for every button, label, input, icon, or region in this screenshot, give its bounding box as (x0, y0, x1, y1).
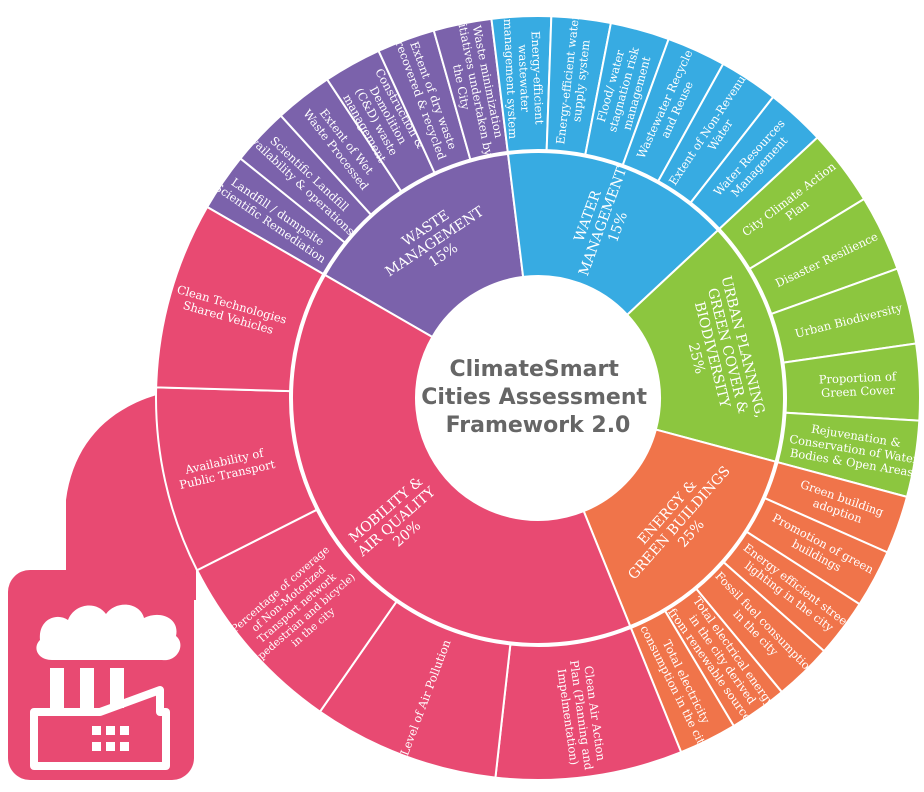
sector-water (506, 151, 720, 317)
center-title: ClimateSmart Cities Assessment Framework… (421, 357, 654, 438)
chimney-2 (80, 668, 94, 708)
factory-body (30, 686, 170, 770)
factory-window-5 (106, 742, 115, 751)
chimney-1 (50, 668, 64, 708)
factory-window-6 (120, 742, 129, 751)
center-title-line-1: ClimateSmart (449, 357, 619, 382)
indicator-label-urban-4: Proportion ofGreen Cover (818, 369, 897, 400)
center-circle: ClimateSmart Cities Assessment Framework… (418, 278, 658, 518)
factory-window-1 (92, 726, 101, 735)
center-disc (418, 278, 658, 518)
center-title-line-2: Cities Assessment (421, 385, 647, 410)
indicator-cell-mobility-5 (155, 205, 325, 393)
indicator-label-water-1: Energy-efficientwastewatermanagement sys… (501, 17, 547, 139)
smoke-cloud (36, 604, 181, 661)
sector-ring: WASTEMANAGEMENT15%WATERMANAGEMENT15%URBA… (291, 151, 785, 645)
sector-mobility (291, 273, 632, 645)
sector-urban (625, 228, 785, 463)
factory-icon (8, 570, 194, 780)
chimney-3 (110, 668, 124, 708)
factory-window-4 (92, 742, 101, 751)
center-title-line-3: Framework 2.0 (446, 413, 631, 438)
factory-window-3 (120, 726, 129, 735)
sector-waste (323, 152, 525, 339)
sector-energy (582, 428, 777, 628)
factory-window-2 (106, 726, 115, 735)
sunburst-rings: Landfill / dumpsiteScientific Remediatio… (155, 12, 921, 781)
